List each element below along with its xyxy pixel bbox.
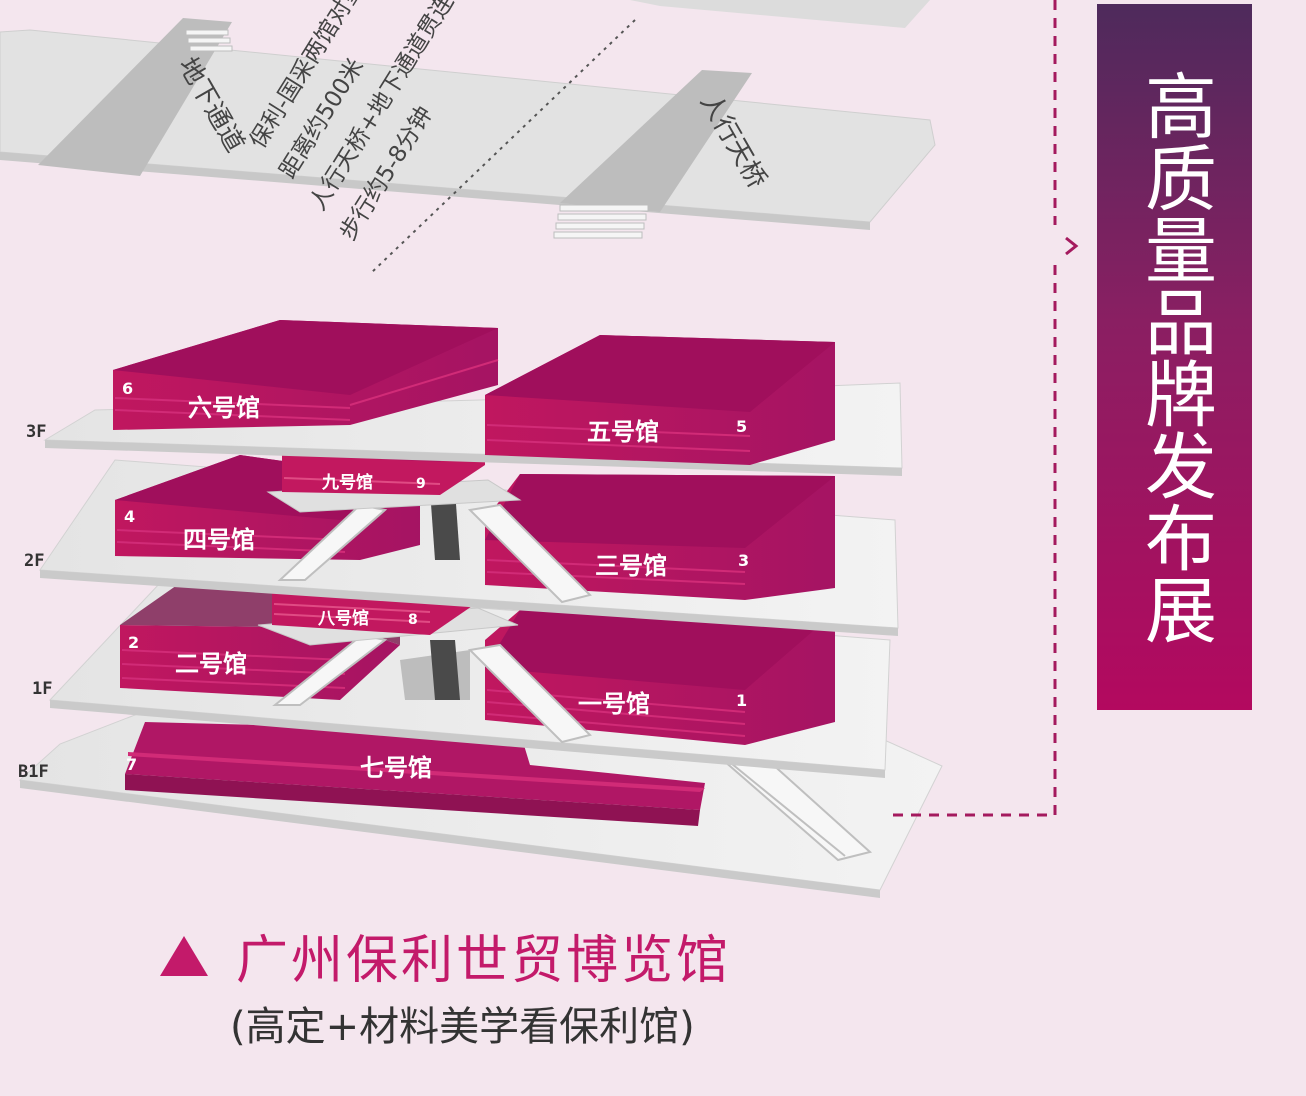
hall-7 bbox=[125, 722, 705, 826]
brand-banner: 高质量品牌发布展 bbox=[1097, 4, 1252, 710]
dotted-connector bbox=[369, 19, 636, 275]
hall-num-3: 3 bbox=[738, 551, 749, 570]
floor-label-b1f: B1F bbox=[18, 762, 49, 782]
hall-num-6: 6 bbox=[122, 379, 133, 398]
connector-plate bbox=[0, 29, 936, 223]
floor-label-2f: 2F bbox=[24, 551, 44, 571]
hall-label-7: 七号馆 bbox=[360, 754, 432, 782]
hall-6 bbox=[113, 320, 499, 430]
hall-3 bbox=[485, 474, 835, 600]
hall-label-6: 六号馆 bbox=[188, 394, 260, 422]
skybridge-block bbox=[560, 70, 752, 212]
brand-banner-text: 高质量品牌发布展 bbox=[1132, 69, 1217, 645]
hall-labels: 六号馆 6 五号馆 5 九号馆 9 四号馆 4 三号馆 3 八号馆 8 二号馆 … bbox=[122, 379, 749, 782]
floor-label-1f: 1F bbox=[32, 679, 52, 699]
hall-1 bbox=[485, 610, 835, 745]
hall-num-1: 1 bbox=[736, 691, 747, 710]
venue-subtitle: (高定+材料美学看保利馆) bbox=[230, 1004, 695, 1050]
banner-arrow bbox=[1065, 236, 1079, 256]
triangle-icon bbox=[160, 935, 208, 976]
hall-label-1: 一号馆 bbox=[578, 690, 650, 718]
escalator-1-2 bbox=[272, 633, 592, 744]
hall-num-7: 7 bbox=[126, 755, 137, 774]
banner-connector bbox=[890, 0, 1057, 817]
escalator-2-3 bbox=[277, 490, 592, 604]
connection-area: 地下通道 人行天桥 保利-国采两馆对望 距离约500米 人行天桥+地下通道贯连 … bbox=[0, 0, 936, 275]
hall-num-4: 4 bbox=[124, 507, 135, 526]
hall-label-9: 九号馆 bbox=[321, 472, 373, 493]
hall-label-8: 八号馆 bbox=[318, 608, 369, 629]
underpass-block bbox=[38, 18, 232, 176]
venue-name: 广州保利世贸博览馆 bbox=[236, 931, 732, 991]
top-plate bbox=[630, 0, 930, 28]
hall-5 bbox=[485, 335, 835, 465]
hall-label-2: 二号馆 bbox=[175, 650, 247, 678]
venue-title: 广州保利世贸博览馆 bbox=[160, 918, 731, 993]
floor-labels: 3F 2F 1F B1F bbox=[18, 422, 52, 782]
hall-num-2: 2 bbox=[128, 633, 139, 652]
hall-num-9: 9 bbox=[416, 476, 426, 492]
hall-label-4: 四号馆 bbox=[183, 526, 255, 554]
underpass-stairs bbox=[185, 29, 233, 52]
floor-label-3f: 3F bbox=[26, 422, 46, 442]
hall-num-8: 8 bbox=[408, 612, 418, 628]
hall-label-3: 三号馆 bbox=[595, 552, 667, 580]
hall-label-5: 五号馆 bbox=[587, 418, 659, 446]
hall-num-5: 5 bbox=[736, 417, 747, 436]
skybridge-stairs bbox=[553, 204, 649, 239]
